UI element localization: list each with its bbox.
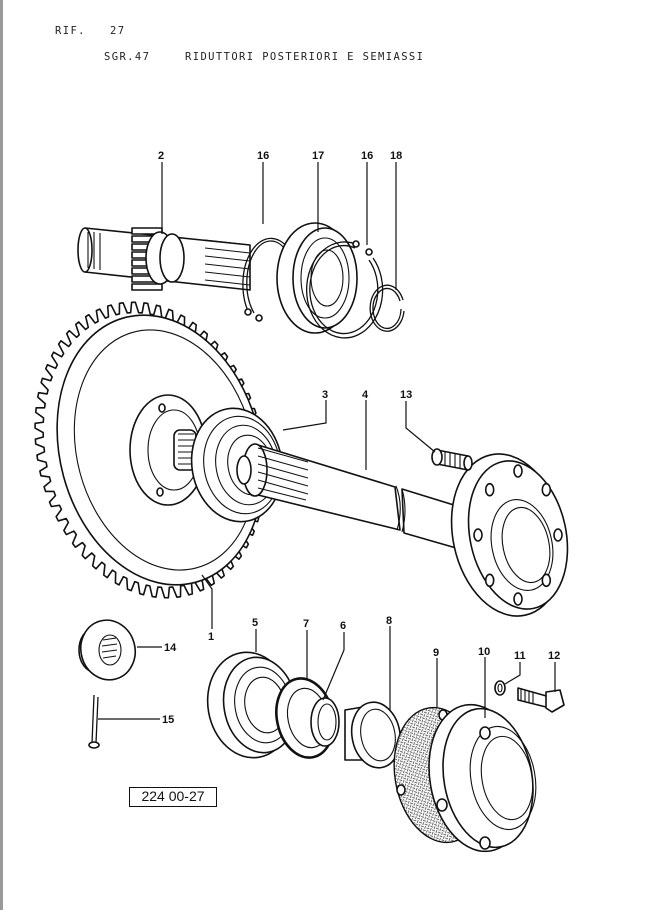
snap-ring-right [306,240,384,339]
callout-5: 5 [252,617,258,629]
leader-lines [98,162,556,720]
cotter-pin [88,694,100,749]
reference-label: RIF. [55,25,86,37]
pinion-tooth [131,283,163,291]
flange-bolt-hole [513,464,523,478]
callout-2: 2 [158,150,164,162]
axle-flange [450,453,569,617]
callout-13: 13 [400,389,412,401]
callout-4: 4 [362,389,369,401]
page-left-border [0,0,3,910]
callout-3: 3 [322,389,328,401]
callout-8: 8 [386,615,392,627]
washer [494,680,506,696]
crown-gear [34,301,266,599]
flange-bolt-holes [473,464,563,606]
wheel-stud [431,448,473,471]
circlip [369,284,405,332]
seal-ring [310,697,340,747]
flange-bolt-hole [541,573,552,588]
callout-16: 16 [361,150,373,162]
flange-bolt-hole [484,573,495,588]
drawing-code: 224 00-27 [129,787,217,807]
flange-bolt-hole [513,592,523,606]
flange-bolt-hole [553,528,563,542]
callout-6: 6 [340,620,346,632]
flange-bolt-hole [473,528,483,542]
bearing-upper [276,222,358,334]
callout-15: 15 [162,714,174,726]
reference-number: 27 [110,25,126,37]
callout-18: 18 [390,150,402,162]
callout-12: 12 [548,650,560,662]
callout-7: 7 [303,618,309,630]
callout-14: 14 [164,642,177,654]
callout-9: 9 [433,647,439,659]
bearing-housing [428,703,537,853]
spacer [344,701,402,769]
flange-bolt-hole [541,482,552,497]
group-code: SGR.47 [104,51,151,63]
callout-1: 1 [208,631,214,643]
callout-labels: 2 16 17 16 18 3 4 13 1 14 15 5 7 6 8 9 1… [158,150,560,726]
callout-16: 16 [257,150,269,162]
callout-17: 17 [312,150,324,162]
flange-bolt-hole [484,482,495,497]
pinion-shaft [77,227,251,291]
ring-nut [78,619,137,681]
group-title: RIDUTTORI POSTERIORI E SEMIASSI [185,51,425,63]
bolt [517,687,565,713]
callout-10: 10 [478,646,490,658]
callout-11: 11 [514,650,526,662]
